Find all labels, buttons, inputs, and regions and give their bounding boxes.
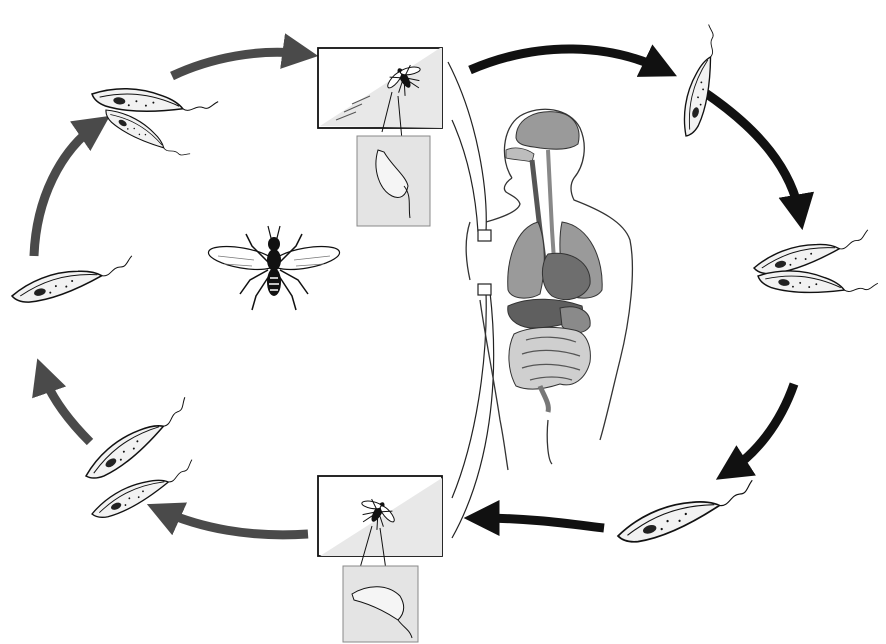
trypanosome-icon <box>614 479 760 548</box>
cycle-arrow-left-bottom <box>160 510 308 535</box>
cycle-arrow-right-upper <box>704 92 800 216</box>
trypanosome-icon <box>9 255 137 307</box>
cycle-arrow-left-upper <box>34 124 98 256</box>
trypanosome-icon <box>757 266 878 303</box>
tsetse-fly-icon <box>207 226 341 310</box>
parasite-inset-top <box>357 136 430 226</box>
trypanosome-icon <box>102 103 191 167</box>
cycle-arrow-right-bottom <box>478 518 604 528</box>
trypanosome-icon <box>80 397 197 486</box>
cycle-arrow-left-top <box>172 52 304 76</box>
cycle-arrow-left-lower <box>42 372 90 442</box>
trypanosome-icon <box>677 24 727 138</box>
cycle-arrow-right-lower <box>728 384 794 472</box>
bite-inset-bottom <box>318 476 442 570</box>
bite-inset-top <box>318 48 442 140</box>
parasite-inset-bottom <box>343 566 418 642</box>
trypanosome-icon <box>752 229 873 278</box>
connector-lines <box>448 62 494 538</box>
cycle-arrow-right-top <box>470 49 664 70</box>
